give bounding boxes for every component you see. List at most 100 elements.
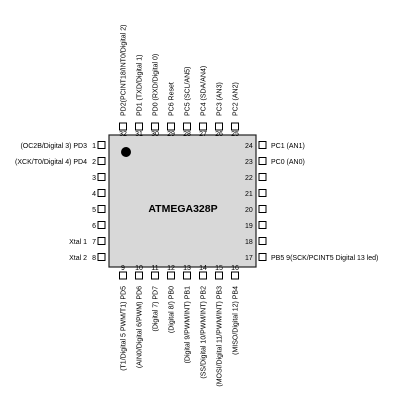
pin-13: 13 (Digital 9/PWM/INT) PB1 <box>183 265 192 364</box>
pin-label: (MISO/Digital 12) PB4 <box>233 286 240 355</box>
pin-number: 10 <box>135 265 143 272</box>
pin-20: 20 <box>245 205 267 214</box>
pin-32: 32 PD2(PCINT18/INT0/Digital 2) <box>119 25 128 138</box>
pin-31: 31 PD1 (TXD/Digital 1) <box>135 55 144 138</box>
pin-12: 12 (Digital 8/) PB0 <box>167 265 176 333</box>
pin-pad <box>97 237 106 245</box>
pin-7: 7 Xtal 1 <box>69 237 106 246</box>
chip-name: ATMEGA328P <box>148 203 217 215</box>
pin-number: 12 <box>167 265 175 272</box>
pin-14: 14 (SS/Digital 10/PWM/INT) PB2 <box>199 265 208 379</box>
pin-pad <box>119 122 127 131</box>
pin-number: 31 <box>135 131 143 138</box>
pin-pad <box>97 141 106 149</box>
pin-30: 30 PD0 (RXD/Digital 0) <box>151 54 160 138</box>
pin1-marker-dot <box>121 147 131 157</box>
pin-label: Xtal 1 <box>69 239 87 246</box>
pin-label: Xtal 2 <box>69 255 87 262</box>
chip-body <box>108 134 257 268</box>
pin-pad <box>258 205 267 213</box>
pin-number: 17 <box>245 255 253 262</box>
pin-pad <box>258 173 267 181</box>
pin-label: PC6 Reset <box>169 82 176 116</box>
pin-label: (T1/Digital 5 PWM/T1) PD5 <box>121 286 128 371</box>
pin-28: 28 PC5 (SCL/AN5) <box>183 67 192 138</box>
pin-number: 30 <box>151 131 159 138</box>
pin-number: 9 <box>121 265 125 272</box>
pin-number: 7 <box>92 239 96 246</box>
pin-number: 22 <box>245 175 253 182</box>
pin-1: 1 (OC2B/Digital 3) PD3 <box>20 141 106 150</box>
pin-pad <box>97 173 106 181</box>
pin-pad <box>199 122 207 131</box>
pin-26: 26 PC3 (AN3) <box>215 82 224 138</box>
pin-number: 11 <box>151 265 158 272</box>
pin-number: 13 <box>183 265 191 272</box>
pin-pad <box>97 221 106 229</box>
pin-pad <box>231 271 239 280</box>
pin-label: PD1 (TXD/Digital 1) <box>137 55 144 116</box>
pin-label: PC4 (SDA/AN4) <box>201 66 208 116</box>
pin-number: 24 <box>245 143 253 150</box>
pin-pad <box>167 122 175 131</box>
pin-number: 8 <box>92 255 96 262</box>
pin-24: 24 PC1 (AN1) <box>245 141 305 150</box>
pin-number: 19 <box>245 223 253 230</box>
pin-pad <box>97 253 106 261</box>
pin-pad <box>215 122 223 131</box>
pin-label: (AIN0/Digital 6/PWM) PD6 <box>137 286 144 368</box>
pin-number: 2 <box>92 159 96 166</box>
pin-pad <box>97 205 106 213</box>
pin-3: 3 <box>92 173 106 182</box>
pin-4: 4 <box>92 189 106 198</box>
pin-label: PB5 9(SCK/PCINT5 Digital 13 led) <box>271 255 378 262</box>
pin-label: (Digital 9/PWM/INT) PB1 <box>185 286 192 364</box>
pin-pad <box>183 271 191 280</box>
pin-number: 32 <box>119 131 127 138</box>
pin-label: (Digital 8/) PB0 <box>169 286 176 333</box>
pin-22: 22 <box>245 173 267 182</box>
pin-number: 28 <box>183 131 191 138</box>
pin-label: (Digital 7) PD7 <box>153 286 160 332</box>
pin-label: PD2(PCINT18/INT0/Digital 2) <box>121 25 128 116</box>
pin-label: (XCK/T0/Digital 4) PD4 <box>15 159 87 166</box>
pin-label: PC5 (SCL/AN5) <box>185 67 192 116</box>
top-pins: 32 PD2(PCINT18/INT0/Digital 2) 31 PD1 (T… <box>119 25 240 138</box>
pin-8: 8 Xtal 2 <box>69 253 106 262</box>
pin-number: 3 <box>92 175 96 182</box>
pin-label: PC3 (AN3) <box>217 82 224 116</box>
pin-number: 15 <box>215 265 223 272</box>
pin-pad <box>167 271 175 280</box>
pin-number: 23 <box>245 159 253 166</box>
pin-pad <box>97 189 106 197</box>
pin-pad <box>135 271 143 280</box>
pin-number: 4 <box>92 191 96 198</box>
pin-number: 21 <box>245 191 253 198</box>
pin-25: 25 PC2 (AN2) <box>231 82 240 138</box>
pin-label: (OC2B/Digital 3) PD3 <box>20 143 87 150</box>
left-pins: 1 (OC2B/Digital 3) PD3 2 (XCK/T0/Digital… <box>15 141 106 262</box>
pin-2: 2 (XCK/T0/Digital 4) PD4 <box>15 157 106 166</box>
pin-19: 19 <box>245 221 267 230</box>
right-pins: 24 PC1 (AN1) 23 PC0 (AN0) 22 21 20 19 18 <box>245 141 378 262</box>
pin-pad <box>258 141 267 149</box>
pin-21: 21 <box>245 189 267 198</box>
pin-pad <box>258 189 267 197</box>
pin-23: 23 PC0 (AN0) <box>245 157 305 166</box>
pin-5: 5 <box>92 205 106 214</box>
pin-pad <box>215 271 223 280</box>
pin-pad <box>258 237 267 245</box>
pin-number: 29 <box>167 131 175 138</box>
pin-27: 27 PC4 (SDA/AN4) <box>199 66 208 138</box>
pin-number: 1 <box>92 143 96 150</box>
pin-number: 14 <box>199 265 207 272</box>
pin-pad <box>258 221 267 229</box>
pin-number: 26 <box>215 131 223 138</box>
pin-pad <box>119 271 127 280</box>
pin-label: PC2 (AN2) <box>233 82 240 116</box>
pin-label: (SS/Digital 10/PWM/INT) PB2 <box>201 286 208 379</box>
pin-number: 27 <box>199 131 207 138</box>
pin-pad <box>151 271 159 280</box>
pin-18: 18 <box>245 237 267 246</box>
